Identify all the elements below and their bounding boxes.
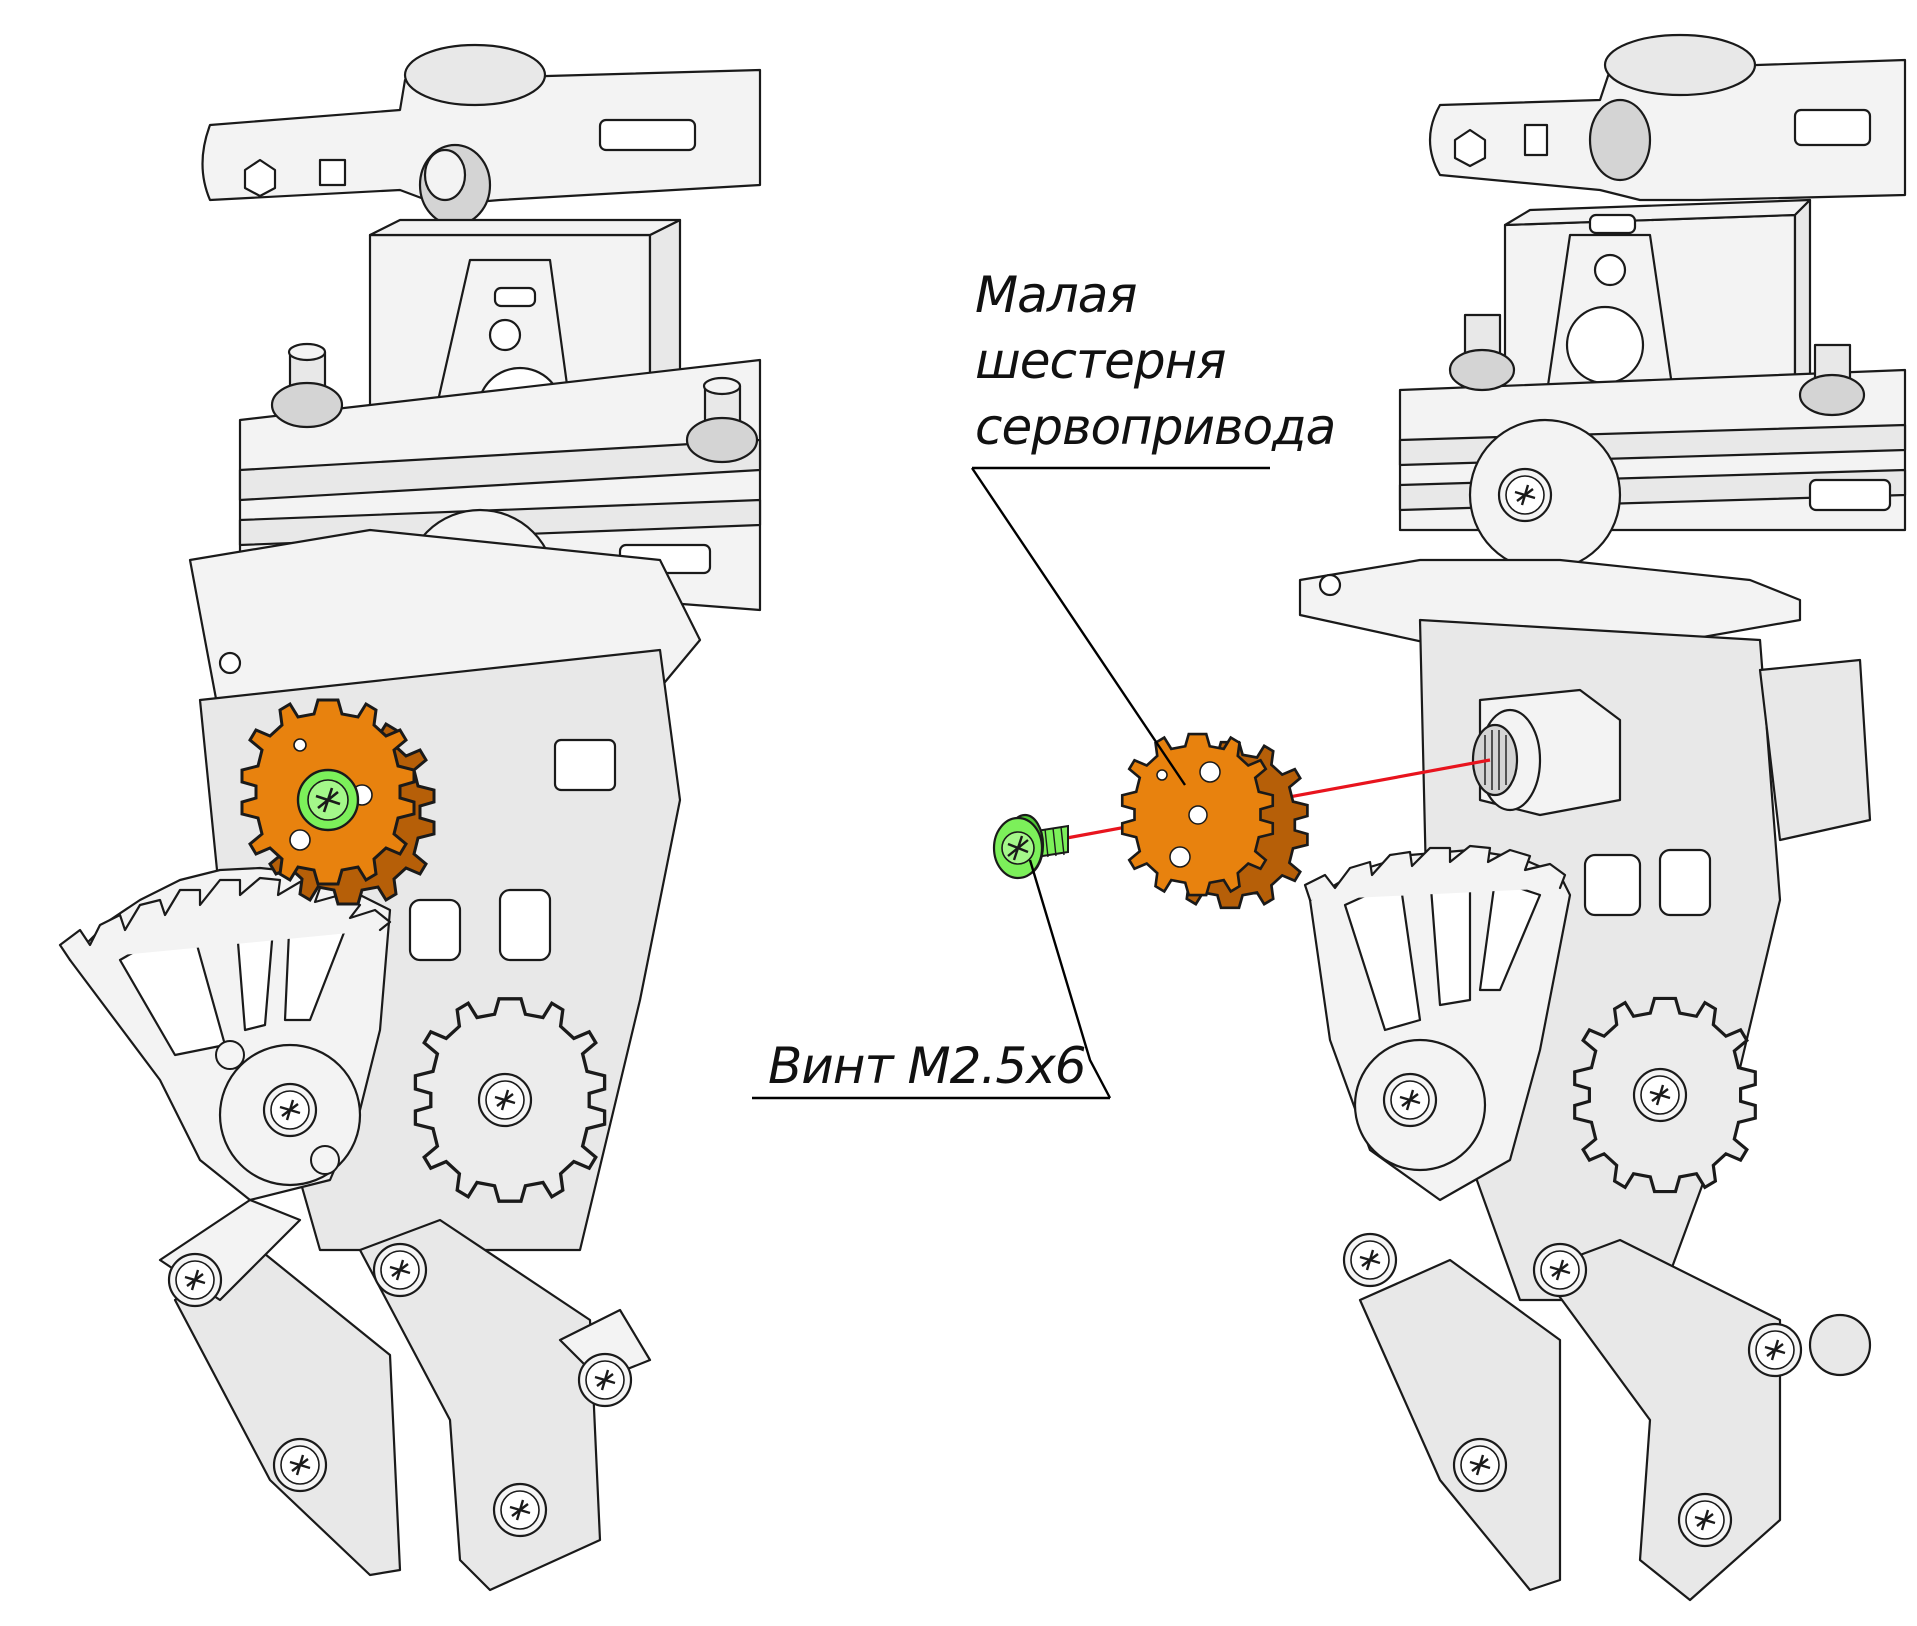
gear-label-line1: Малая bbox=[975, 266, 1136, 324]
top-pivot-bearing bbox=[403, 43, 547, 107]
screw-label: Винт M2.5x6 bbox=[768, 1037, 1086, 1095]
servo-spline-shaft bbox=[1471, 723, 1519, 797]
assembled-screw bbox=[296, 768, 360, 832]
screw-part bbox=[992, 813, 1069, 880]
gear-label-line3: сервопривода bbox=[975, 398, 1335, 456]
top-arm-hex-hole bbox=[243, 158, 277, 198]
screw-callout: Винт M2.5x6 bbox=[752, 859, 1112, 1100]
top-bolt-end bbox=[423, 148, 467, 202]
gear-label-line2: шестерня bbox=[975, 332, 1225, 390]
gear-callout: Малая шестерня сервопривода bbox=[971, 266, 1336, 786]
gear-leader-line bbox=[971, 467, 1186, 786]
screw-leader-line bbox=[1028, 859, 1112, 1099]
right-left-finger bbox=[1358, 1258, 1562, 1592]
right-top-arm bbox=[1429, 58, 1907, 202]
top-arm-square-hole bbox=[318, 158, 347, 187]
assembled-gripper-view bbox=[58, 43, 762, 1592]
top-arm-slot bbox=[598, 118, 697, 152]
servo-gear-part bbox=[1120, 732, 1309, 910]
exploded-gripper-view bbox=[1298, 33, 1907, 1602]
right-right-finger bbox=[1538, 1238, 1782, 1602]
left-sector-pivot-screw bbox=[262, 1082, 318, 1138]
